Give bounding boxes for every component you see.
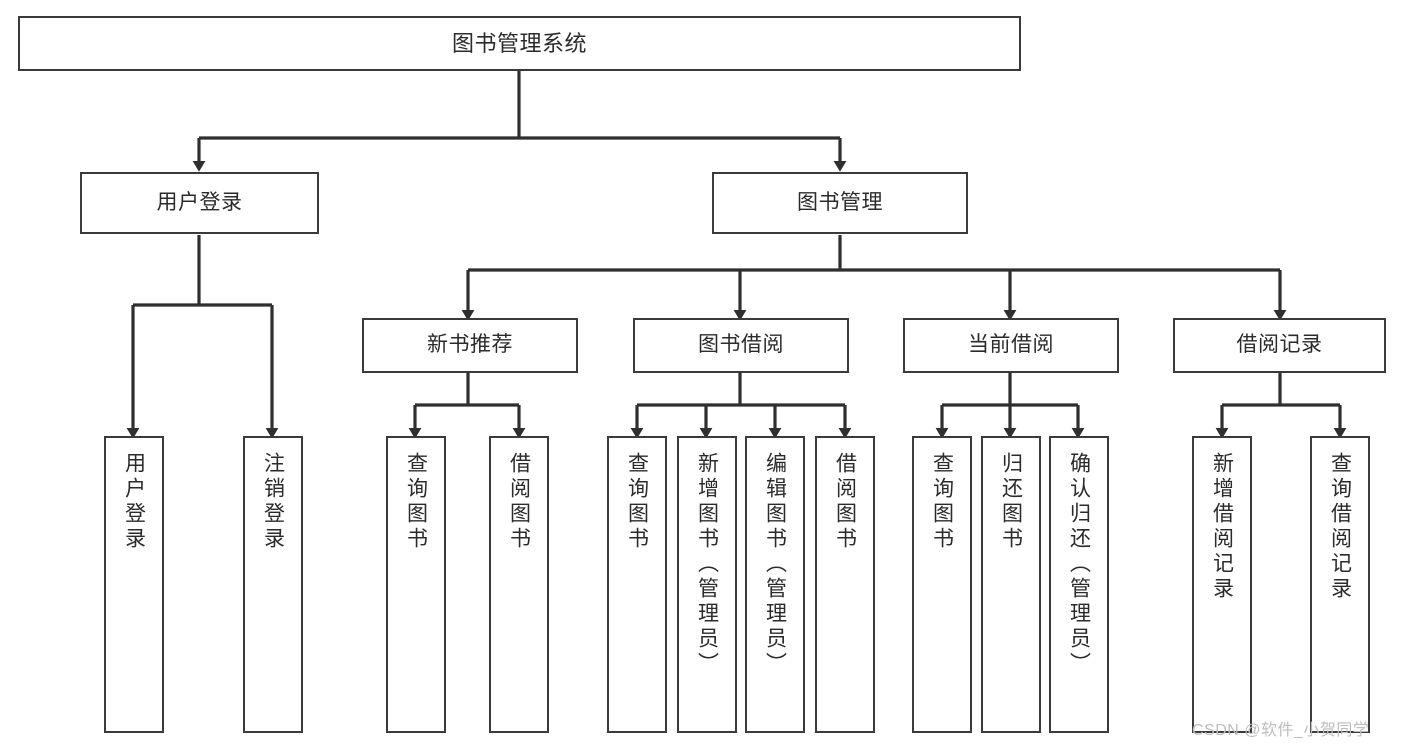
node-label: 查询图书 — [404, 452, 428, 552]
leaf-query-borrow-record[interactable]: 查询借阅记录 — [1310, 436, 1370, 733]
node-label: 注销登录 — [261, 452, 285, 552]
node-label: 用户登录 — [122, 452, 146, 552]
node-label: 确认归还（管理员） — [1067, 452, 1091, 677]
node-label: 借阅图书 — [507, 452, 531, 552]
leaf-borrow-book[interactable]: 借阅图书 — [815, 436, 875, 733]
node-label: 编辑图书（管理员） — [763, 452, 787, 677]
node-label: 图书管理 — [797, 190, 883, 214]
leaf-borrow-book-recommend[interactable]: 借阅图书 — [489, 436, 549, 733]
node-user-login[interactable]: 用户登录 — [80, 172, 319, 234]
node-label: 当前借阅 — [968, 333, 1054, 357]
leaf-user-login[interactable]: 用户登录 — [104, 436, 164, 733]
node-current-borrow[interactable]: 当前借阅 — [903, 318, 1119, 373]
leaf-add-book[interactable]: 新增图书（管理员） — [677, 436, 737, 733]
leaf-logout-login[interactable]: 注销登录 — [243, 436, 303, 733]
node-book-borrow[interactable]: 图书借阅 — [633, 318, 849, 373]
node-label: 用户登录 — [156, 190, 243, 214]
node-book-manage[interactable]: 图书管理 — [712, 172, 968, 234]
leaf-add-borrow-record[interactable]: 新增借阅记录 — [1192, 436, 1252, 733]
node-label: 查询图书 — [930, 452, 954, 552]
leaf-edit-book[interactable]: 编辑图书（管理员） — [745, 436, 805, 733]
node-label: 借阅记录 — [1236, 333, 1323, 357]
leaf-confirm-return[interactable]: 确认归还（管理员） — [1049, 436, 1109, 733]
node-label: 新书推荐 — [427, 333, 513, 357]
node-label: 查询借阅记录 — [1328, 452, 1352, 602]
node-label: 归还图书 — [999, 452, 1023, 552]
leaf-return-book[interactable]: 归还图书 — [981, 436, 1041, 733]
leaf-query-book-recommend[interactable]: 查询图书 — [386, 436, 446, 733]
csdn-watermark: CSDN @软件_小贺同学 — [1192, 722, 1370, 739]
node-new-book-recommend[interactable]: 新书推荐 — [362, 318, 578, 373]
node-label: 查询图书 — [625, 452, 649, 552]
node-label: 图书借阅 — [698, 333, 784, 357]
node-label: 借阅图书 — [833, 452, 857, 552]
node-borrow-record[interactable]: 借阅记录 — [1173, 318, 1386, 373]
leaf-query-book-current[interactable]: 查询图书 — [912, 436, 972, 733]
node-label: 图书管理系统 — [451, 30, 587, 56]
node-label: 新增借阅记录 — [1210, 452, 1234, 602]
node-label: 新增图书（管理员） — [695, 452, 719, 677]
leaf-query-book-borrow[interactable]: 查询图书 — [607, 436, 667, 733]
node-root-system[interactable]: 图书管理系统 — [18, 16, 1021, 71]
